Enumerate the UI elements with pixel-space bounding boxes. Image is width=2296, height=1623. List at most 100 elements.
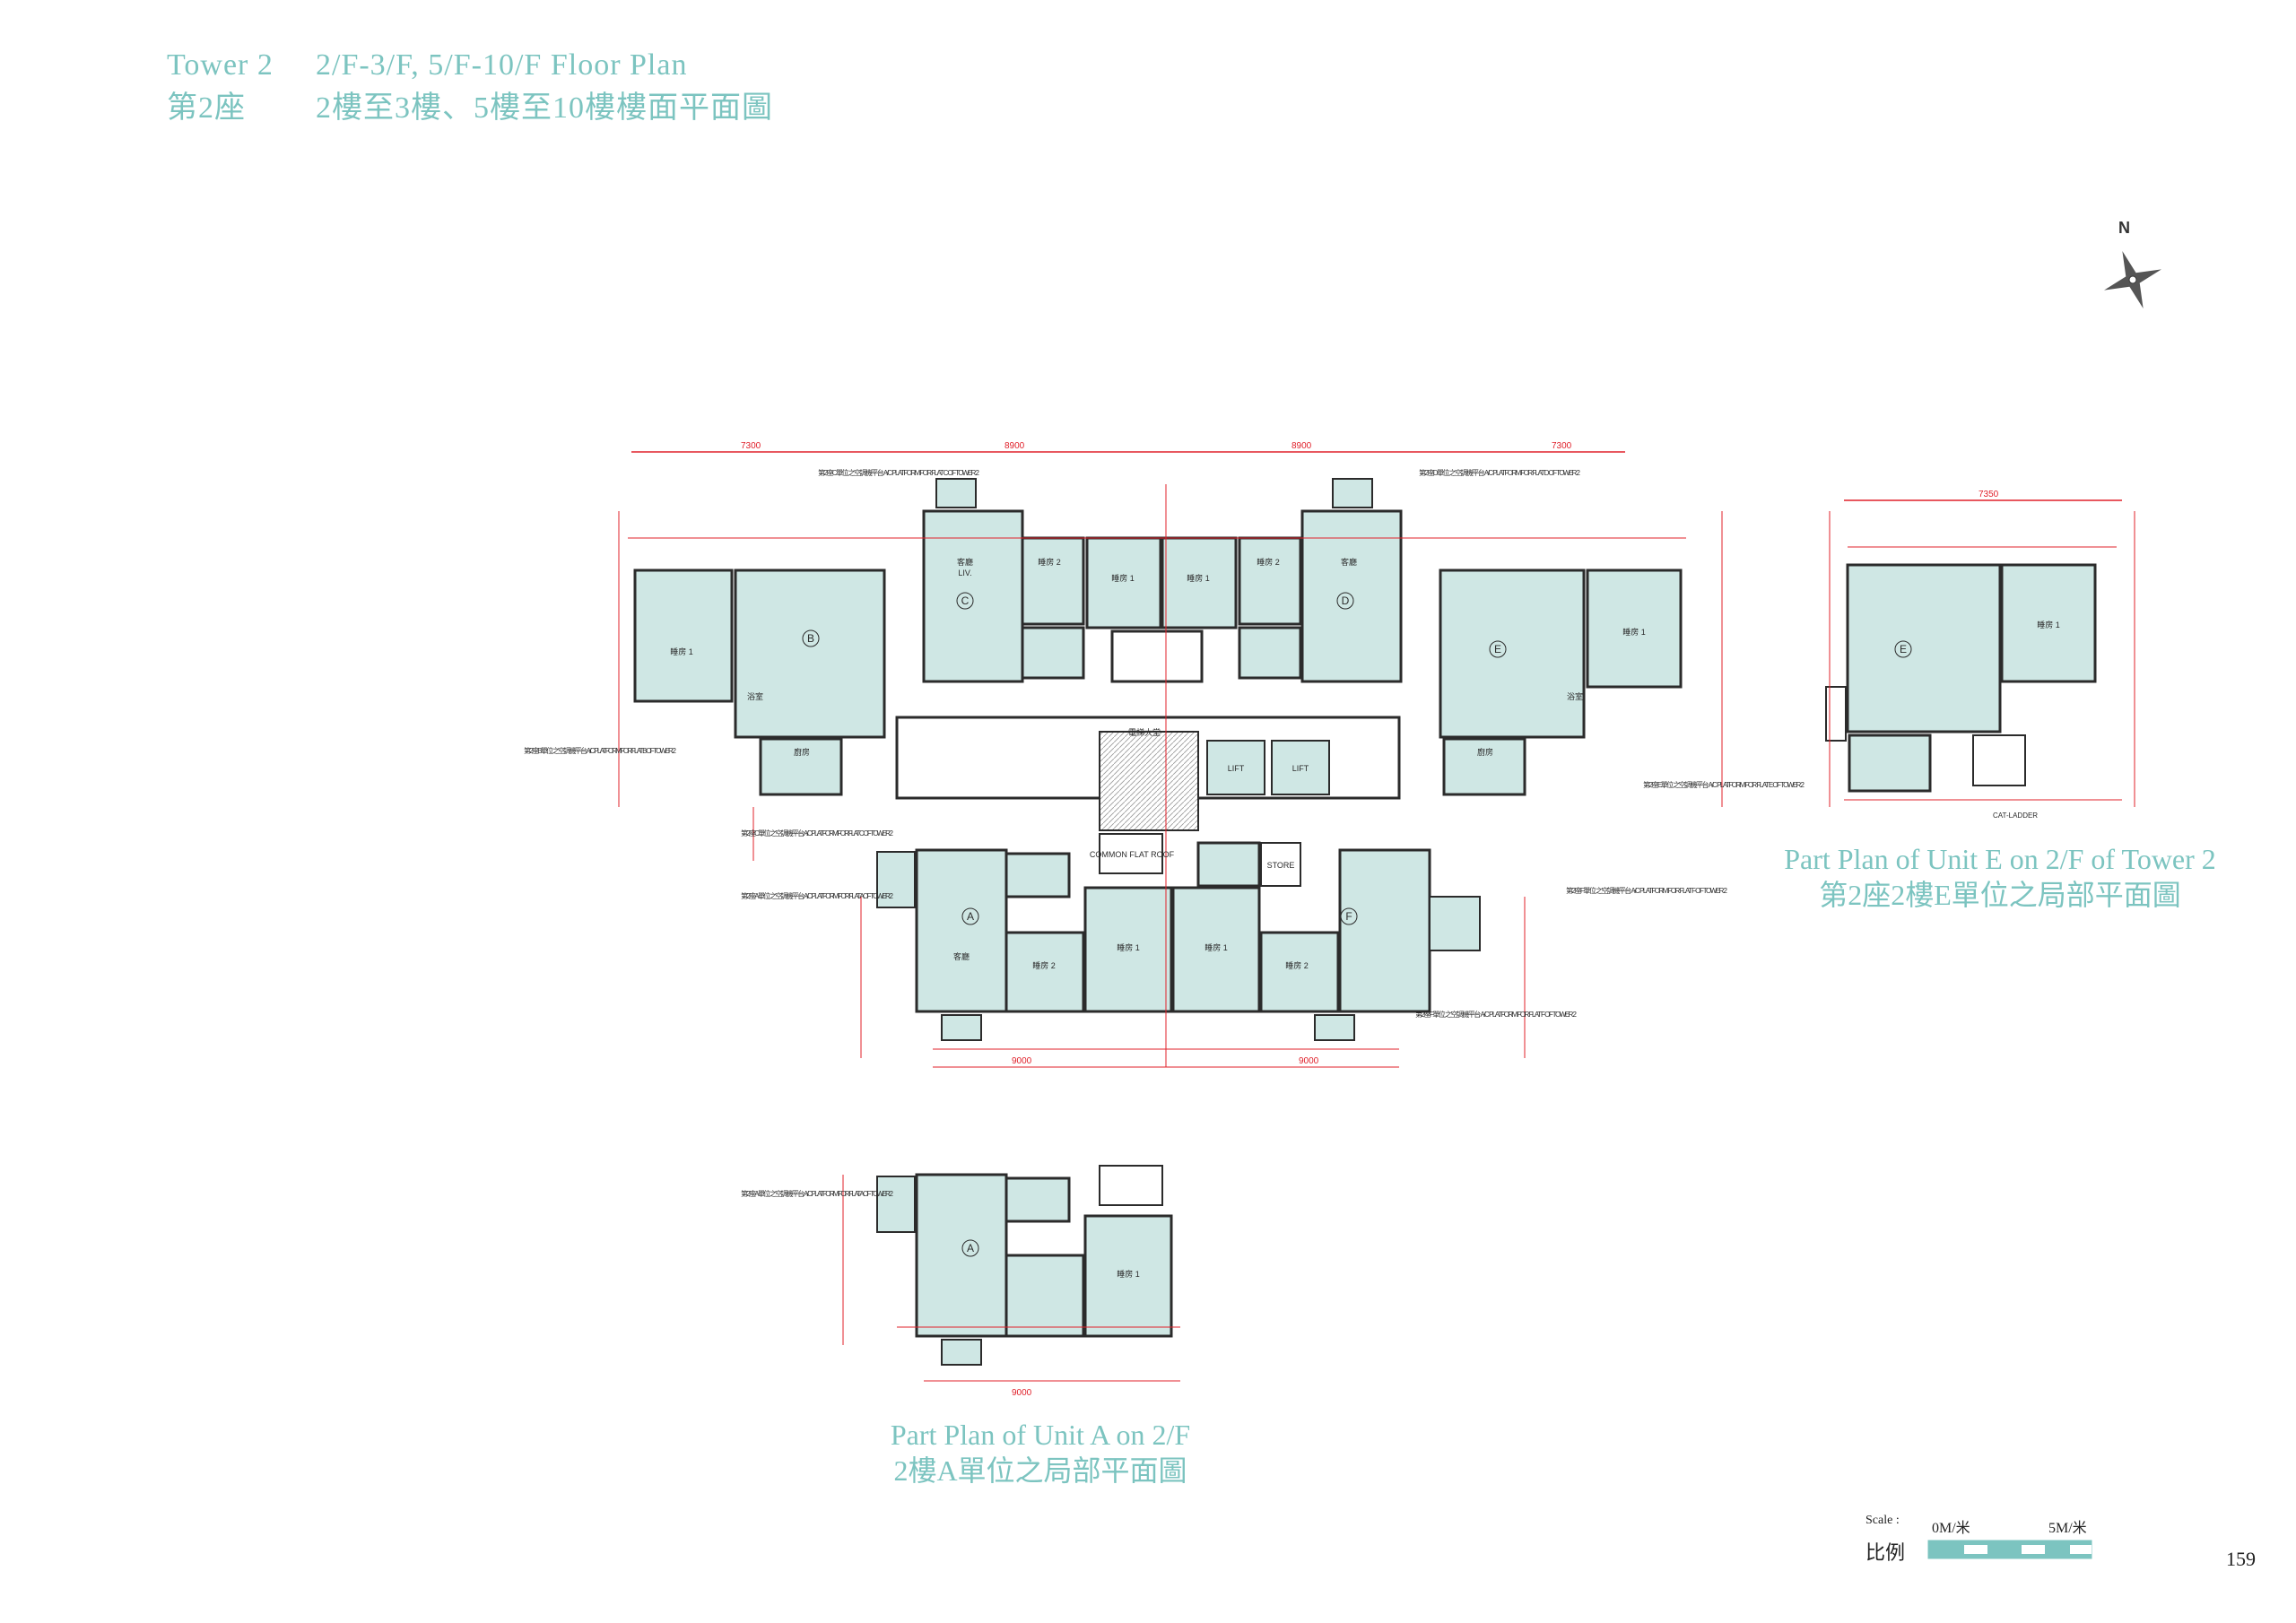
note-ac-f-bottom: 第2座F單位 之空調機平台 A/C PLATFORM FOR FLAT F OF… <box>1415 1010 1578 1019</box>
scale-label: Scale : <box>1866 1514 1900 1527</box>
page-number: 159 <box>2226 1548 2256 1570</box>
label-f-store: STORE <box>1267 861 1295 870</box>
unit-a-part-living <box>915 1173 1008 1338</box>
label-common-flat-roof: COMMON FLAT ROOF <box>1090 850 1175 859</box>
unit-d-marker <box>1336 592 1354 610</box>
label-e-bath: 浴室 <box>1567 691 1583 701</box>
unit-b-letter: B <box>807 632 814 645</box>
unit-a-part-bath <box>1004 1176 1071 1223</box>
unit-f-bath <box>1196 841 1261 888</box>
unit-a-part-kitchen <box>876 1176 916 1233</box>
unit-e-letter: E <box>1494 643 1501 655</box>
lift-1 <box>1206 740 1265 795</box>
scale-bar <box>1927 1540 2092 1559</box>
unit-e-kitchen <box>1442 737 1526 796</box>
unit-a-part-note: 第2座A單位 之空調機平台 A/C PLATFORM FOR FLAT A OF… <box>741 1189 894 1198</box>
caption-unit-a-en: Part Plan of Unit A on 2/F <box>890 1419 1191 1451</box>
note-ac-c-top: 第2座C單位 之空調機平台 A/C PLATFORM FOR FLAT C OF… <box>818 468 980 477</box>
unit-e-part-ac <box>1825 686 1847 742</box>
unit-a-part-marker <box>961 1239 979 1257</box>
label-c-br2: 睡房 2 <box>1038 557 1061 567</box>
unit-a-part-br1 <box>1083 1214 1173 1338</box>
label-a-br2: 睡房 2 <box>1032 960 1056 970</box>
unit-e-part-letter: E <box>1900 643 1907 655</box>
unit-e-part-br1 <box>2000 563 2097 683</box>
unit-a-balcony <box>941 1014 982 1041</box>
unit-f-balcony <box>1314 1014 1355 1041</box>
unit-e-part-cat-ladder: CAT-LADDER <box>1993 812 2038 820</box>
unit-e-part-br1-label: 睡房 1 <box>2037 620 2060 629</box>
caption-unit-e-zh: 第2座2樓E單位之局部平面圖 <box>1819 879 2181 911</box>
note-ac-a: 第2座A單位 之空調機平台 A/C PLATFORM FOR FLAT A OF… <box>741 891 894 900</box>
unit-e-br1 <box>1586 568 1683 689</box>
unit-c-br1 <box>1085 536 1162 629</box>
scale-start: 0M/米 <box>1932 1521 1970 1536</box>
unit-a-marker <box>961 907 979 925</box>
unit-a-part-flat-roof <box>1099 1165 1163 1206</box>
unit-c-balcony <box>935 478 977 508</box>
part-plan-unit-a: 9000 A 睡房 1 第2座A單位 之空調機平台 A/C PLATFORM F… <box>741 1165 1180 1398</box>
compass-label: N <box>2118 219 2130 237</box>
unit-d-br1 <box>1161 536 1238 629</box>
unit-e-part-flat-roof <box>1972 734 2026 786</box>
dim-bottom-1: 9000 <box>1012 1056 1032 1066</box>
dim-unit-a-bottom: 9000 <box>1012 1388 1032 1398</box>
label-e-kitchen: 廚房 <box>1477 747 1493 757</box>
label-c-liv: LIV. <box>958 568 971 577</box>
unit-a-letter: A <box>967 910 974 923</box>
lift-2 <box>1271 740 1330 795</box>
unit-b-room <box>633 568 734 703</box>
scale-label-zh: 比例 <box>1866 1541 1906 1564</box>
unit-f-letter: F <box>1345 910 1352 923</box>
dim-top-2: 8900 <box>1004 441 1025 451</box>
unit-d-balcony <box>1332 478 1373 508</box>
unit-a-bath <box>1004 852 1071 898</box>
unit-e-part-marker <box>1894 640 1912 658</box>
caption-unit-a-zh: 2樓A單位之局部平面圖 <box>893 1454 1187 1487</box>
label-d-br1: 睡房 1 <box>1187 573 1210 583</box>
unit-a-part-letter: A <box>967 1242 974 1254</box>
label-f-br1: 睡房 1 <box>1205 942 1228 952</box>
note-ac-b: 第2座B單位 之空調機平台 A/C PLATFORM FOR FLAT B OF… <box>524 746 677 755</box>
scale-end: 5M/米 <box>2048 1521 2087 1536</box>
unit-c-br2 <box>1021 536 1085 626</box>
header-tower-en: Tower 2 <box>167 48 274 82</box>
unit-e-part-living <box>1846 563 2002 733</box>
header-plan-zh: 2樓至3樓、5樓至10樓樓面平面圖 <box>316 91 773 125</box>
unit-d-bath <box>1238 626 1302 680</box>
note-ac-c-mid: 第2座C單位 之空調機平台 A/C PLATFORM FOR FLAT C OF… <box>741 829 894 838</box>
unit-b-marker <box>802 629 820 647</box>
dim-top-3: 8900 <box>1292 441 1312 451</box>
unit-b-living <box>734 568 886 739</box>
north-arrow-icon: N <box>2104 219 2161 308</box>
core-lightwell <box>1110 629 1204 683</box>
unit-f-kitchen <box>1429 896 1481 951</box>
label-a-living: 客廳 <box>953 951 970 961</box>
label-b-kitchen: 廚房 <box>794 747 810 757</box>
unit-a-part-br1-label: 睡房 1 <box>1117 1269 1140 1279</box>
label-lift-2: LIFT <box>1292 764 1309 773</box>
unit-e-living <box>1439 568 1586 739</box>
part-plan-unit-e: 7350 E 睡房 1 CAT-LADDER <box>1825 490 2135 820</box>
unit-a-br1 <box>1083 886 1173 1013</box>
unit-c-living <box>922 509 1024 683</box>
unit-e-marker <box>1489 640 1507 658</box>
dim-unit-e-top: 7350 <box>1979 490 1999 499</box>
unit-a-kitchen <box>876 851 916 908</box>
unit-d-letter: D <box>1342 595 1350 607</box>
label-b-br1: 睡房 1 <box>670 647 693 656</box>
common-flat-roof <box>1099 833 1163 874</box>
main-floor-plan: 7300 8900 8900 7300 <box>524 441 1805 1068</box>
unit-f-br2 <box>1259 931 1340 1013</box>
label-d-living: 客廳 <box>1341 557 1357 567</box>
label-c-br1: 睡房 1 <box>1111 573 1135 583</box>
unit-c-marker <box>956 592 974 610</box>
note-ac-e: 第2座E單位 之空調機平台 A/C PLATFORM FOR FLAT E OF… <box>1643 780 1805 789</box>
dim-top-4: 7300 <box>1552 441 1572 451</box>
unit-a-part-balcony <box>941 1339 982 1366</box>
note-ac-d-top: 第2座D單位 之空調機平台 A/C PLATFORM FOR FLAT D OF… <box>1419 468 1581 477</box>
unit-f-marker <box>1340 907 1358 925</box>
label-d-br2: 睡房 2 <box>1257 557 1280 567</box>
note-ac-f-mid: 第2座F單位 之空調機平台 A/C PLATFORM FOR FLAT F OF… <box>1566 886 1728 895</box>
